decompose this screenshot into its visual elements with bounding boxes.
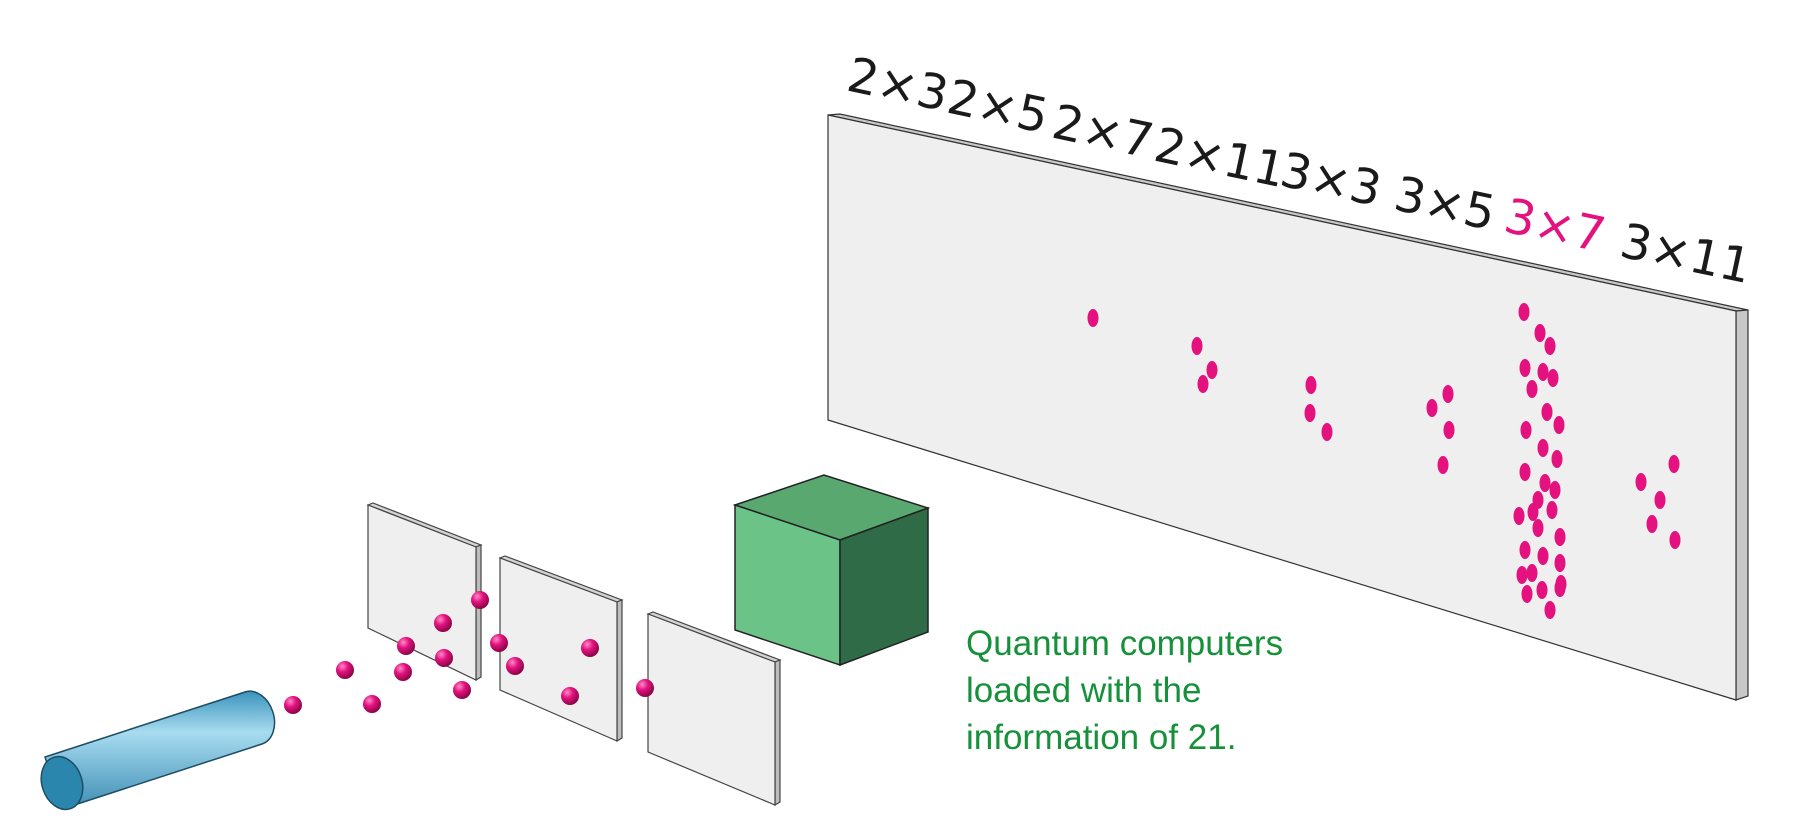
detector-hit-dot <box>1668 455 1680 473</box>
detector-screen <box>827 113 1749 701</box>
detector-hit-dot <box>1553 416 1565 434</box>
detector-hit-dot <box>1516 566 1528 584</box>
factor-label: 2×3 <box>843 47 954 123</box>
particle-ball <box>397 637 415 655</box>
factor-label-highlighted: 3×7 <box>1500 188 1611 264</box>
caption-line: information of 21. <box>966 718 1236 757</box>
particle-stream <box>284 591 654 714</box>
filter-panel <box>498 555 624 743</box>
particle-ball <box>453 681 471 699</box>
detector-hit-dot <box>1546 501 1558 519</box>
particle-ball <box>284 696 302 714</box>
filter-panels <box>366 502 782 807</box>
detector-hit-dot <box>1191 337 1203 355</box>
detector-hit-dot <box>1526 380 1538 398</box>
caption-line: Quantum computers <box>966 624 1283 663</box>
particle-ball <box>581 639 599 657</box>
detector-hit-dot <box>1521 585 1533 603</box>
factor-label: 3×5 <box>1390 166 1501 242</box>
emitter-end <box>40 755 84 811</box>
factor-label: 2×5 <box>943 69 1054 145</box>
particle-ball <box>336 661 354 679</box>
detector-hit-dot <box>1519 359 1531 377</box>
detector-hit-dot <box>1547 369 1559 387</box>
detector-hit-dot <box>1437 456 1449 474</box>
detector-hit-dot <box>1551 450 1563 468</box>
detector-hit-dot <box>1536 581 1548 599</box>
particle-emitter <box>40 690 276 811</box>
detector-hit-dot <box>1321 423 1333 441</box>
detector-hit-dot <box>1549 481 1561 499</box>
detector-hit-dot <box>1442 385 1454 403</box>
detector-hit-dot <box>1519 463 1531 481</box>
detector-hit-dot <box>1443 421 1455 439</box>
particle-ball <box>490 634 508 652</box>
particle-ball <box>471 591 489 609</box>
detector-hit-dot <box>1635 473 1647 491</box>
detector-hit-dot <box>1532 519 1544 537</box>
factor-label: 3×3 <box>1276 142 1387 218</box>
particle-ball <box>435 649 453 667</box>
caption: Quantum computers loaded with the inform… <box>966 624 1283 757</box>
detector-hit-dot <box>1520 421 1532 439</box>
detector-hit-dot <box>1087 309 1099 327</box>
detector-hit-dot <box>1654 491 1666 509</box>
emitter-body <box>44 690 276 810</box>
detector-hit-dot <box>1544 337 1556 355</box>
detector-hit-dot <box>1669 531 1681 549</box>
particle-ball <box>561 687 579 705</box>
detector-hit-dot <box>1197 375 1209 393</box>
screen-side-edge <box>1735 309 1749 701</box>
detector-hit-dot <box>1646 515 1658 533</box>
detector-hit-dot <box>1532 491 1544 509</box>
detector-hit-dot <box>1526 564 1538 582</box>
particle-ball <box>363 695 381 713</box>
particle-ball <box>394 663 412 681</box>
detector-hit-dot <box>1537 547 1549 565</box>
quantum-computer-cube <box>732 474 931 667</box>
detector-hit-dot <box>1554 528 1566 546</box>
detector-hits <box>1087 303 1681 619</box>
factor-label: 3×11 <box>1616 213 1757 295</box>
caption-line: loaded with the <box>966 671 1201 710</box>
detector-hit-dot <box>1541 403 1553 421</box>
detector-hit-dot <box>1513 507 1525 525</box>
particle-ball <box>636 679 654 697</box>
particle-ball <box>506 657 524 675</box>
detector-hit-dot <box>1206 361 1218 379</box>
detector-hit-dot <box>1554 554 1566 572</box>
detector-hit-dot <box>1519 541 1531 559</box>
detector-hit-dot <box>1304 404 1316 422</box>
screen-face <box>827 114 1737 701</box>
detector-hit-dot <box>1544 601 1556 619</box>
detector-hit-dot <box>1426 399 1438 417</box>
cube-side <box>839 506 929 667</box>
detector-hit-dot <box>1537 439 1549 457</box>
detector-hit-dot <box>1534 324 1546 342</box>
detector-hit-dot <box>1539 474 1551 492</box>
detector-hit-dot <box>1537 363 1549 381</box>
detector-hit-dot <box>1305 376 1317 394</box>
filter-panel <box>646 611 782 807</box>
detector-hit-dot <box>1555 575 1567 593</box>
factor-labels: 2×3 2×5 2×7 2×11 3×3 3×5 3×7 3×11 <box>843 47 1757 295</box>
particle-ball <box>434 614 452 632</box>
filter-panel <box>366 502 483 682</box>
factor-label: 2×7 <box>1048 94 1159 170</box>
detector-hit-dot <box>1518 303 1530 321</box>
